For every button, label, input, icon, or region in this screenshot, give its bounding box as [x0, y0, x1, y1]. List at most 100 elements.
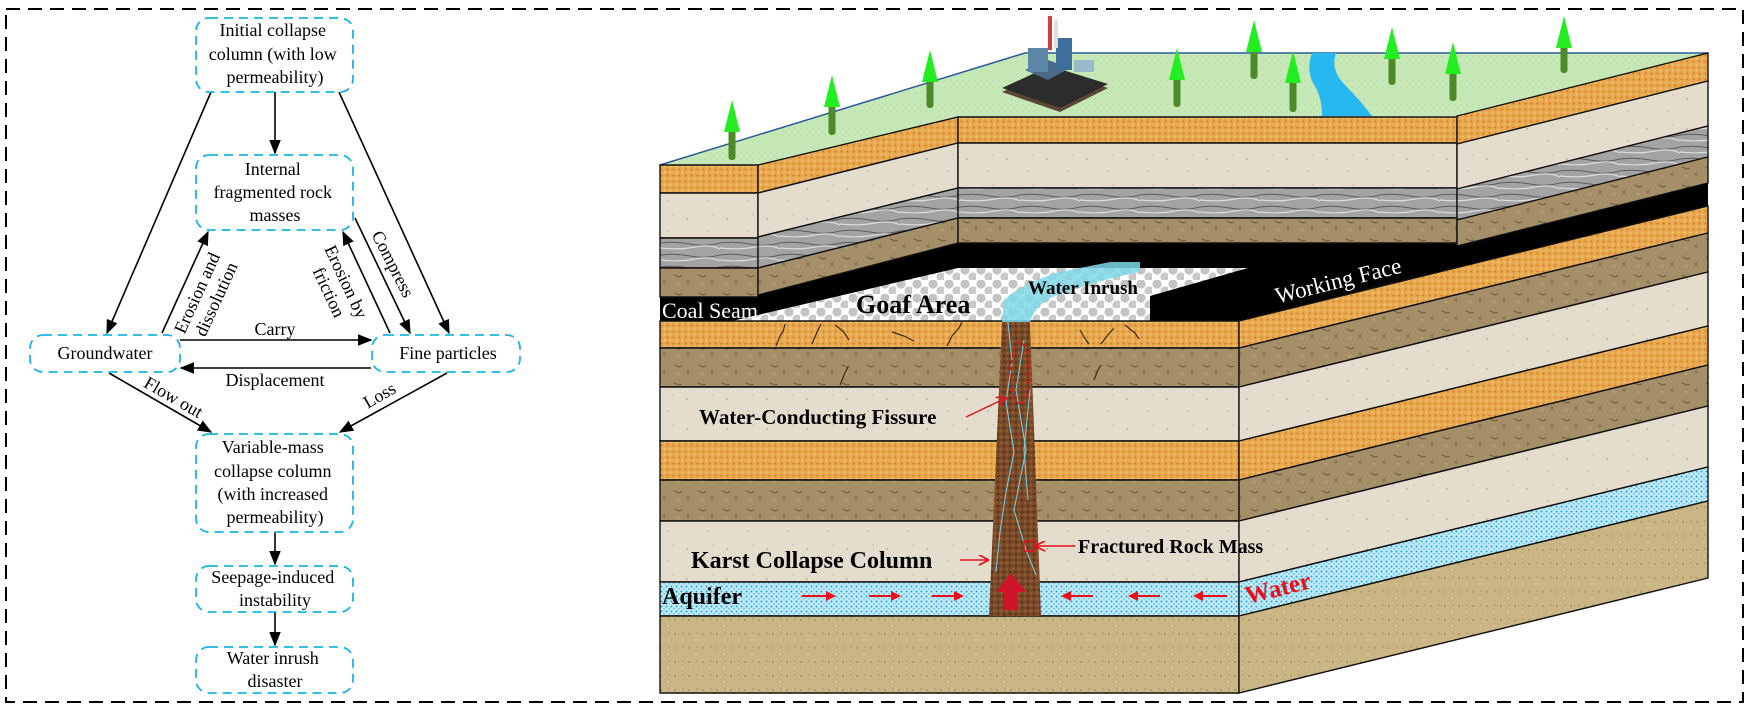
svg-text:Water inrush disaster: Water inrush disaster — [227, 648, 324, 691]
label-erosion-friction: Erosion by friction — [302, 242, 373, 334]
stratum-orange — [659, 164, 759, 194]
label-carry: Carry — [255, 319, 296, 339]
label-water-inrush: Water Inrush — [1028, 278, 1138, 299]
arrow-left-icon — [1193, 591, 1227, 601]
label-erosion-dissolution: Erosion and dissolution — [170, 245, 244, 344]
node-text: Variable-mass — [222, 437, 324, 457]
stratum-brown — [957, 217, 1458, 244]
node-fine-particles: Fine particles — [371, 334, 521, 373]
node-text: (with increased — [218, 484, 328, 505]
tree-icon — [1169, 48, 1185, 107]
label-water-conducting-fissure: Water-Conducting Fissure — [699, 405, 936, 429]
svg-text:Variable-mass collapse: Variable-mass collapse column (with incr… — [214, 437, 336, 528]
arrow-left-icon — [1061, 591, 1093, 601]
stratum-aquifer-front — [659, 581, 1240, 617]
svg-text:Internal fragmented ro: Internal fragmented rock masses — [214, 159, 337, 225]
river — [1309, 53, 1372, 116]
arrow-initial-to-fine-particles — [338, 91, 450, 335]
arrow-initial-to-groundwater — [106, 91, 212, 335]
label-karst-collapse-column: Karst Collapse Column — [691, 548, 932, 574]
label-loss: Loss — [360, 378, 399, 412]
node-text: collapse column — [214, 461, 331, 481]
tree-icon — [1445, 42, 1461, 101]
svg-text:Erosion by friction: Erosion by friction — [302, 242, 373, 334]
stratum-beige — [957, 142, 1458, 189]
label-aquifer: Aquifer — [662, 584, 742, 610]
node-text: fragmented rock — [214, 182, 332, 202]
aquifer-flow-arrows — [802, 591, 1227, 601]
node-text: Internal — [245, 159, 301, 179]
tree-icon — [922, 50, 938, 108]
arrow-right-icon — [869, 591, 901, 601]
arrow-left-icon — [1128, 591, 1160, 601]
trees — [724, 16, 1572, 160]
flowchart-arrows — [106, 91, 450, 647]
node-initial-collapse-column: Initial collapse column (with low permea… — [195, 17, 354, 93]
stratum-sand-side — [1238, 500, 1709, 694]
fissure-highlight — [1010, 341, 1030, 405]
stratum-orange-front — [659, 320, 1240, 349]
water-inrush-flow — [1002, 262, 1140, 322]
stratum-orange-front — [659, 440, 1240, 481]
stratum-brown — [1456, 156, 1709, 247]
tree-icon — [1246, 20, 1262, 79]
node-text: Water inrush — [227, 648, 319, 668]
stratum-gray — [659, 237, 759, 269]
svg-text:Initial collapse colum: Initial collapse column (with low permea… — [209, 20, 342, 88]
stratum-orange — [957, 116, 1458, 144]
node-text: disaster — [248, 671, 303, 691]
label-fractured-rock-mass: Fractured Rock Mass — [1078, 536, 1263, 558]
flowchart: Initial collapse column (with low permea… — [29, 17, 521, 694]
node-text: instability — [239, 590, 311, 610]
arrow-right-icon — [802, 591, 836, 601]
node-text: permeability) — [227, 507, 324, 528]
node-text: permeability) — [227, 67, 324, 88]
node-text: column (with low — [209, 44, 337, 65]
arrow-right-icon — [932, 591, 964, 601]
fissure-pointer-arrow — [965, 398, 1006, 418]
node-internal-fragmented-rock: Internal fragmented rock masses — [195, 154, 354, 231]
node-variable-mass-collapse-column: Variable-mass collapse column (with incr… — [195, 433, 354, 533]
node-text: Fine particles — [399, 343, 496, 363]
node-groundwater: Groundwater — [29, 334, 181, 373]
tree-icon — [824, 75, 840, 135]
arrow-compress — [354, 217, 411, 335]
svg-text:Seepage-induced instab: Seepage-induced instability — [211, 567, 338, 610]
factory-icon — [1002, 16, 1108, 112]
stratum-gray — [957, 187, 1458, 219]
ground-surface-edge — [659, 52, 1708, 166]
karst-collapse-column — [989, 322, 1041, 616]
fractured-rock-highlight — [1023, 540, 1035, 552]
tree-icon — [1384, 27, 1400, 85]
node-text: masses — [250, 205, 301, 225]
label-goaf-area: Goaf Area — [856, 290, 970, 319]
label-displacement: Displacement — [226, 370, 325, 390]
stratum-beige — [659, 192, 759, 239]
goaf-area — [732, 268, 1248, 321]
node-text: Seepage-induced — [211, 567, 334, 587]
figure-frame — [5, 8, 1744, 703]
label-compress: Compress — [368, 227, 419, 300]
node-water-inrush-disaster: Water inrush disaster — [195, 646, 354, 694]
node-text: Groundwater — [58, 343, 153, 363]
stratum-brown — [659, 267, 759, 298]
arrow-loss — [338, 372, 448, 433]
tree-icon — [724, 100, 740, 160]
cracks — [775, 321, 1140, 386]
ground-surface — [660, 53, 1708, 165]
geological-model: Coal Seam Goaf Area Water Inrush Working… — [659, 16, 1709, 694]
node-seepage-induced-instability: Seepage-induced instability — [195, 565, 354, 613]
arrow-flow-out — [108, 372, 213, 433]
stratum-sand-front — [659, 615, 1240, 694]
arrow-erosion-dissolution — [161, 230, 209, 334]
node-text: Initial collapse — [220, 20, 326, 40]
svg-text:Erosion and dissolutio: Erosion and dissolution — [170, 245, 244, 344]
label-coal-seam: Coal Seam — [662, 298, 758, 323]
stratum-brown-front — [659, 479, 1240, 522]
tree-icon — [1556, 16, 1572, 73]
tree-icon — [1285, 51, 1301, 112]
stratum-brown-front — [659, 347, 1240, 388]
strata-layers — [659, 52, 1709, 694]
arrow-erosion-friction — [342, 230, 391, 334]
